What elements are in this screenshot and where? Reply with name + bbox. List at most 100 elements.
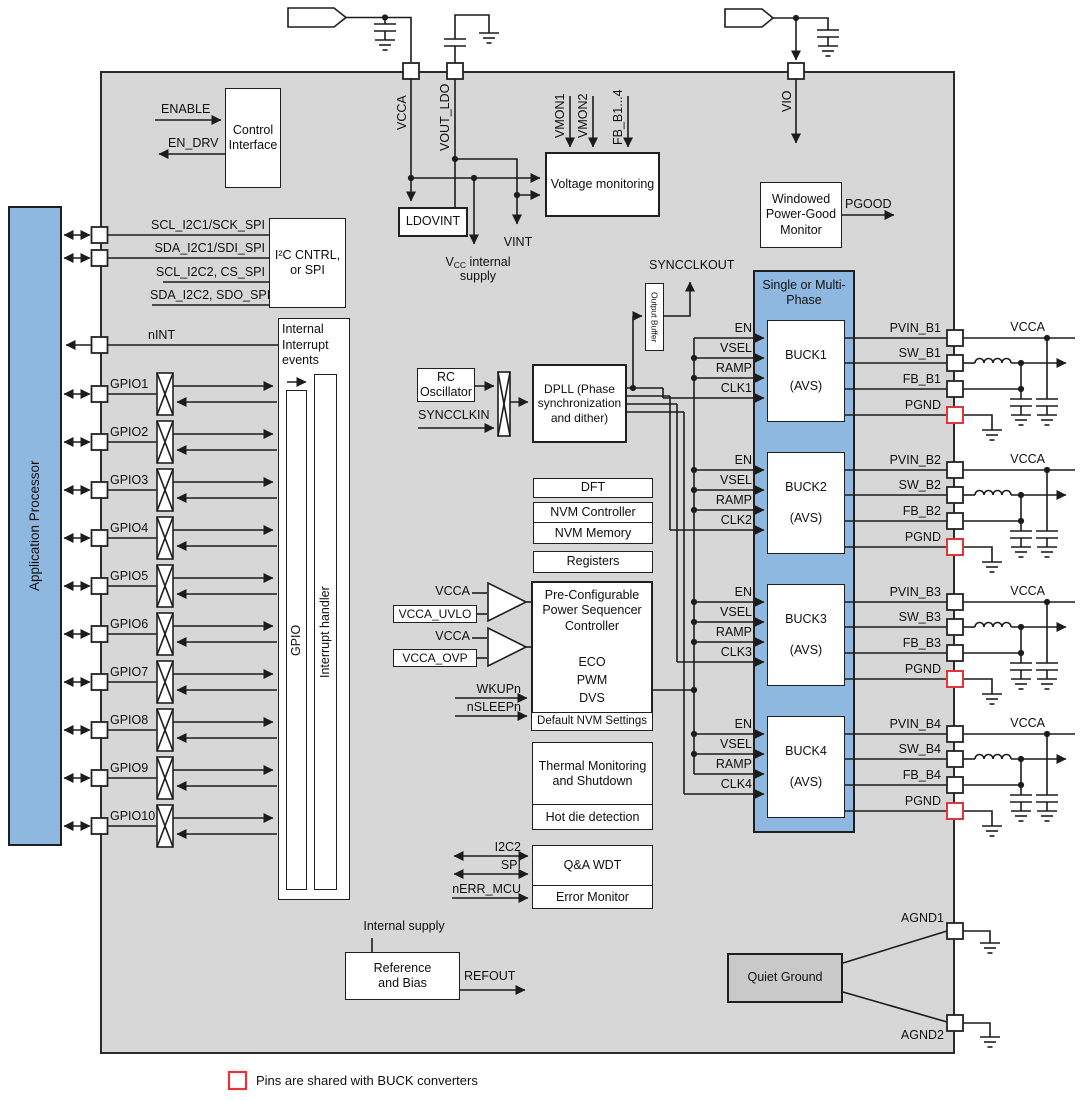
enable-label: ENABLE bbox=[161, 102, 211, 116]
power-sequencer-block: Pre-Configurable Power Sequencer Control… bbox=[531, 581, 653, 731]
registers-label: Registers bbox=[566, 554, 620, 569]
agnd2-label: AGND2 bbox=[900, 1028, 944, 1042]
buck2-sw-label: SW_B2 bbox=[898, 478, 941, 492]
voltage-monitoring-label: Voltage monitoring bbox=[550, 176, 655, 191]
dft-block: DFT bbox=[533, 478, 653, 498]
windowed-pgood-block: Windowed Power-Good Monitor bbox=[760, 182, 842, 248]
buck1-fb-label: FB_B1 bbox=[902, 372, 941, 386]
windowed-pgood-label: Windowed Power-Good Monitor bbox=[765, 192, 837, 237]
buck3-en-label: EN bbox=[734, 585, 752, 599]
buck2-pgnd-label: PGND bbox=[904, 530, 941, 544]
buck1-block: BUCK1(AVS) bbox=[767, 320, 845, 422]
single-multi-phase-label: Single or Multi-Phase bbox=[762, 278, 846, 308]
gpio4-label: GPIO4 bbox=[110, 521, 149, 535]
fb-b1-4-label: FB_B1...4 bbox=[611, 89, 625, 145]
power-sequencer-title: Pre-Configurable Power Sequencer Control… bbox=[542, 588, 642, 633]
buck1-ramp-label: RAMP bbox=[715, 361, 752, 375]
nvm-memory-label: NVM Memory bbox=[554, 525, 632, 540]
qa-wdt-block: Q&A WDT bbox=[532, 845, 653, 887]
nsleepn-label: nSLEEPn bbox=[466, 700, 521, 714]
quiet-ground-block: Quiet Ground bbox=[727, 953, 843, 1003]
buck2-ramp-label: RAMP bbox=[715, 493, 752, 507]
interrupt-handler-label: Interrupt handler bbox=[317, 586, 332, 678]
buck4-fb-label: FB_B4 bbox=[902, 768, 941, 782]
reference-bias-block: Reference and Bias bbox=[345, 952, 460, 1000]
buck2-avs-label: (AVS) bbox=[789, 511, 823, 525]
buck4-pvin-label: PVIN_B4 bbox=[889, 717, 941, 731]
vint-label: VINT bbox=[503, 235, 533, 249]
vcca-uvlo-box: VCCA_UVLO bbox=[393, 605, 477, 623]
vcca-tag-label: VCCA bbox=[294, 9, 330, 23]
buck4-ramp-label: RAMP bbox=[715, 757, 752, 771]
buck3-pvin-label: PVIN_B3 bbox=[889, 585, 941, 599]
buck2-pvin-label: PVIN_B2 bbox=[889, 453, 941, 467]
gpio7-label: GPIO7 bbox=[110, 665, 149, 679]
buck4-vsel-label: VSEL bbox=[720, 737, 752, 751]
vcc-internal-supply-label: VCC internal supply bbox=[440, 255, 516, 284]
quiet-ground-label: Quiet Ground bbox=[747, 970, 823, 985]
buck1-vcca-rail-label: VCCA bbox=[1010, 320, 1045, 334]
gpio5-label: GPIO5 bbox=[110, 569, 149, 583]
output-buffer-block: Output Buffer bbox=[645, 283, 664, 351]
buck3-sw-label: SW_B3 bbox=[898, 610, 941, 624]
buck1-pvin-label: PVIN_B1 bbox=[889, 321, 941, 335]
buck1-pgnd-label: PGND bbox=[904, 398, 941, 412]
i2c2-label: I2C2 bbox=[494, 840, 521, 854]
interrupt-handler-block: Interrupt handler bbox=[314, 374, 337, 890]
buck1-en-label: EN bbox=[734, 321, 752, 335]
buck3-vsel-label: VSEL bbox=[720, 605, 752, 619]
pwm-label: PWM bbox=[576, 673, 608, 687]
error-monitor-label: Error Monitor bbox=[556, 889, 629, 904]
pin-label-vout-ldo: VOUT_LDO bbox=[438, 83, 452, 151]
thermal-block: Thermal Monitoring and Shutdown bbox=[532, 742, 653, 806]
nvm-controller-block: NVM Controller bbox=[533, 502, 653, 524]
nint-label: nINT bbox=[148, 328, 176, 342]
i2c-spi-label: I²C CNTRL, or SPI bbox=[274, 247, 341, 277]
buck4-pgnd-label: PGND bbox=[904, 794, 941, 808]
buck2-label: BUCK2 bbox=[785, 479, 827, 494]
buck4-sw-label: SW_B4 bbox=[898, 742, 941, 756]
buck2-vsel-label: VSEL bbox=[720, 473, 752, 487]
vcca-ovp-box: VCCA_OVP bbox=[393, 649, 477, 667]
buck3-label: BUCK3 bbox=[785, 611, 827, 626]
thermal-label: Thermal Monitoring and Shutdown bbox=[538, 758, 647, 788]
pin-label-vcca: VCCA bbox=[395, 95, 409, 131]
dpll-label: DPLL (Phase synchronization and dither) bbox=[537, 381, 622, 425]
buck2-block: BUCK2 (AVS) bbox=[767, 452, 845, 554]
gpio8-label: GPIO8 bbox=[110, 713, 149, 727]
buck3-fb-label: FB_B3 bbox=[902, 636, 941, 650]
dpll-block: DPLL (Phase synchronization and dither) bbox=[532, 364, 627, 443]
vcc-sub: CC bbox=[453, 260, 467, 270]
buck4-avs-label: (AVS) bbox=[789, 775, 823, 789]
dvs-label: DVS bbox=[579, 691, 605, 705]
buck3-pgnd-label: PGND bbox=[904, 662, 941, 676]
gpio1-label: GPIO1 bbox=[110, 377, 149, 391]
hot-die-label: Hot die detection bbox=[545, 809, 640, 824]
dft-label: DFT bbox=[580, 480, 606, 495]
reference-bias-label: Reference and Bias bbox=[373, 960, 432, 990]
vcca-ovp-label: VCCA_OVP bbox=[402, 650, 468, 665]
vcca-cmp1-label: VCCA bbox=[435, 584, 470, 598]
output-buffer-label: Output Buffer bbox=[649, 291, 660, 343]
internal-supply-label: Internal supply bbox=[363, 919, 445, 933]
buck3-vcca-rail-label: VCCA bbox=[1010, 584, 1045, 598]
ldovint-label: LDOVINT bbox=[405, 214, 461, 229]
en-drv-label: EN_DRV bbox=[168, 136, 219, 150]
buck4-en-label: EN bbox=[734, 717, 752, 731]
buck3-clk-label: CLK3 bbox=[720, 645, 752, 659]
i2c-row1-label: SCL_I2C1/SCK_SPI bbox=[151, 218, 265, 232]
buck4-block: BUCK4(AVS) bbox=[767, 716, 845, 818]
refout-label: REFOUT bbox=[464, 969, 516, 983]
qa-wdt-label: Q&A WDT bbox=[563, 858, 622, 873]
application-processor-block: Application Processor bbox=[8, 206, 62, 846]
buck1-clk-label: CLK1 bbox=[720, 381, 752, 395]
application-processor-label: Application Processor bbox=[26, 460, 42, 592]
buck3-block: BUCK3(AVS) bbox=[767, 584, 845, 686]
buck2-clk-label: CLK2 bbox=[720, 513, 752, 527]
vmon1-label: VMON1 bbox=[553, 93, 567, 139]
vcca-uvlo-label: VCCA_UVLO bbox=[398, 606, 472, 621]
eco-label: ECO bbox=[578, 655, 606, 669]
buck2-vcca-rail-label: VCCA bbox=[1010, 452, 1045, 466]
control-interface-block: Control Interface bbox=[225, 88, 281, 188]
